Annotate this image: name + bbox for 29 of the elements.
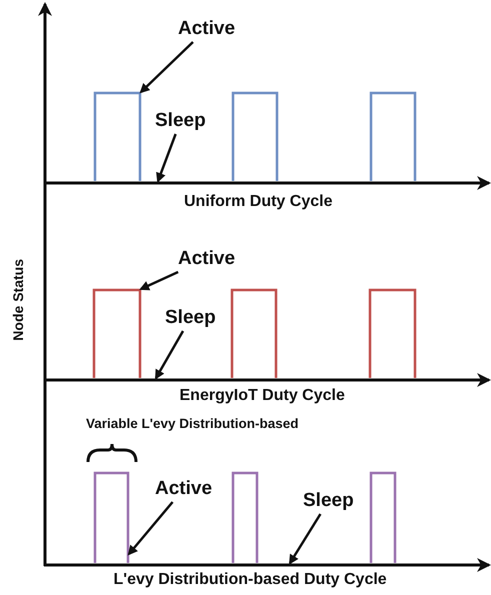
- arrow: [128, 501, 174, 556]
- chart-caption: Uniform Duty Cycle: [184, 193, 332, 211]
- active-pulse: [230, 288, 278, 378]
- active-pulse: [94, 472, 130, 563]
- arrow: [154, 330, 184, 380]
- state-label: Active: [155, 478, 212, 500]
- active-pulse: [368, 288, 416, 378]
- chart-caption: L'evy Distribution-based Duty Cycle: [114, 571, 387, 589]
- chart-caption: EnergyIoT Duty Cycle: [180, 387, 345, 405]
- x-axis: [44, 558, 491, 572]
- active-pulse: [92, 288, 142, 378]
- x-axis: [44, 373, 491, 387]
- x-axis: [44, 176, 491, 190]
- arrow: [140, 41, 194, 94]
- axis-title: Node Status: [10, 259, 26, 341]
- annotation: Variable L'evy Distribution-based: [86, 416, 299, 431]
- state-label: Active: [178, 18, 236, 40]
- active-pulse: [232, 92, 278, 181]
- state-label: Active: [178, 248, 236, 270]
- state-label: Sleep: [155, 110, 206, 132]
- arrow: [139, 270, 179, 290]
- state-label: Sleep: [303, 490, 354, 512]
- active-pulse: [370, 92, 416, 181]
- active-pulse: [232, 472, 258, 563]
- arrow: [288, 513, 322, 565]
- active-pulse: [94, 92, 142, 181]
- active-pulse: [370, 472, 396, 563]
- state-label: Sleep: [165, 307, 216, 329]
- arrow: [156, 134, 177, 183]
